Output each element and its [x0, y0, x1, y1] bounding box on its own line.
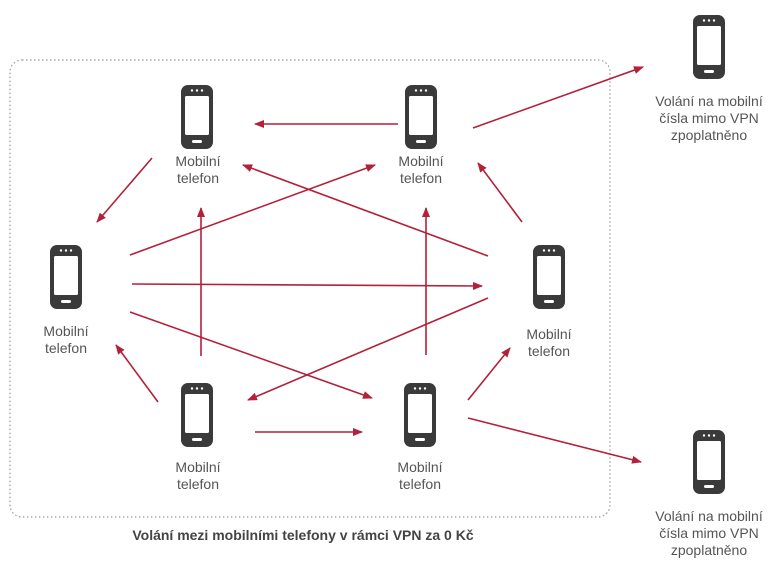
external-label-line2: čísla mimo VPN: [659, 110, 759, 126]
external-label-top: Volání na mobilní čísla mimo VPN zpoplat…: [643, 93, 775, 144]
arrow-br-to-r: [467, 347, 511, 401]
phone-label-right: Mobilní telefon: [521, 326, 577, 360]
phone-label-line2: telefon: [176, 476, 220, 492]
mobile-phone-icon: [404, 383, 436, 447]
phone-label-line1: Mobilní: [43, 323, 89, 339]
arrow-br-to-ext-bottom: [467, 417, 642, 464]
phone-label-bottom-right: Mobilní telefon: [392, 459, 448, 493]
mobile-phone-icon: [181, 85, 213, 149]
mobile-phone-icon: [181, 383, 213, 447]
phone-label-line2: telefon: [399, 170, 443, 186]
external-label-bottom: Volání na mobilní čísla mimo VPN zpoplat…: [643, 508, 775, 559]
arrow-l-to-br: [129, 311, 373, 399]
arrow-l-to-tr: [129, 164, 376, 256]
arrow-r-to-tl: [242, 164, 489, 257]
phone-label-line1: Mobilní: [398, 153, 444, 169]
phone-label-line1: Mobilní: [175, 459, 221, 475]
phone-label-left: Mobilní telefon: [38, 323, 94, 357]
arrow-r-to-tr: [477, 162, 523, 223]
phone-label-line2: telefon: [176, 170, 220, 186]
mobile-phone-icon: [405, 85, 437, 149]
arrow-tl-to-l: [96, 157, 153, 223]
phone-label-top-right: Mobilní telefon: [393, 153, 449, 187]
phone-label-line2: telefon: [527, 343, 571, 359]
external-label-line3: zpoplatněno: [670, 127, 748, 143]
mobile-phone-icon: [693, 15, 725, 79]
phone-label-line1: Mobilní: [397, 459, 443, 475]
external-label-line2: čísla mimo VPN: [659, 525, 759, 541]
phone-label-line1: Mobilní: [526, 326, 572, 342]
phone-label-line2: telefon: [398, 476, 442, 492]
arrow-r-to-bl: [247, 297, 489, 401]
arrows: [96, 66, 644, 464]
mobile-phone-icon: [50, 245, 82, 309]
mobile-phone-icon: [693, 430, 725, 494]
external-label-line1: Volání na mobilní: [655, 508, 763, 524]
mobile-phone-icon: [533, 245, 565, 309]
external-label-line3: zpoplatněno: [670, 542, 748, 558]
phone-label-bottom-left: Mobilní telefon: [170, 459, 226, 493]
external-label-line1: Volání na mobilní: [655, 93, 763, 109]
arrow-tr-to-ext-top: [472, 66, 644, 129]
arrow-l-to-r: [131, 281, 483, 290]
phone-label-line2: telefon: [44, 340, 88, 356]
vpn-boundary: [9, 59, 611, 518]
arrow-bl-to-l: [115, 344, 159, 403]
phone-label-top-left: Mobilní telefon: [170, 153, 226, 187]
vpn-caption: Volání mezi mobilními telefony v rámci V…: [132, 527, 474, 543]
phone-label-line1: Mobilní: [175, 153, 221, 169]
